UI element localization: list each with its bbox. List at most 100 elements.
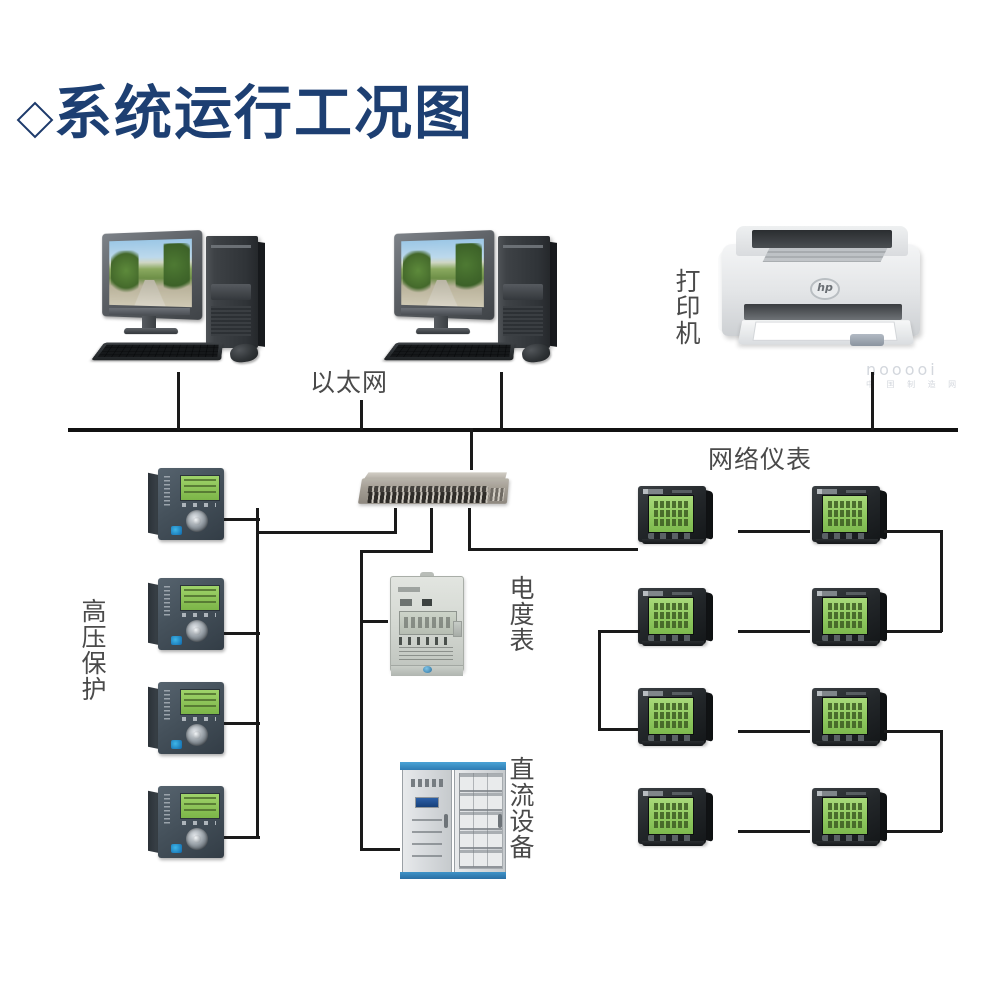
meter-foot [642, 539, 704, 544]
relay-function-buttons[interactable] [182, 613, 216, 617]
lcd-digit-row [654, 612, 688, 619]
lcd-digit-row [828, 812, 862, 819]
relay-lcd-screen [180, 475, 220, 501]
monitor-base [415, 327, 471, 335]
meter-buttons[interactable] [822, 635, 868, 641]
monitor-chin [401, 307, 482, 316]
dc-power-cabinet[interactable] [400, 762, 506, 880]
relay-navigation-wheel[interactable] [186, 510, 208, 532]
lcd-digit-row [654, 803, 688, 810]
meter-buttons[interactable] [822, 735, 868, 741]
printer-paper-guide[interactable] [850, 334, 884, 346]
monitor-screen [109, 238, 192, 308]
network-power-meter-7[interactable] [638, 788, 714, 850]
screen-foliage [111, 250, 139, 296]
operator-workstation-2[interactable] [383, 229, 565, 372]
watermark: nooooi 中 国 制 造 网 [866, 360, 962, 389]
network-power-meter-4[interactable] [812, 588, 888, 650]
protection-relay-3[interactable] [148, 682, 226, 756]
meter-lcd-screen [648, 495, 694, 533]
relay-face [158, 786, 224, 858]
network-power-meter-5[interactable] [638, 688, 714, 750]
monitor-screen [401, 238, 484, 308]
tower-vent [211, 306, 251, 336]
dc-top-frame [400, 762, 506, 770]
monitor [390, 229, 495, 335]
protection-relay-2[interactable] [148, 578, 226, 652]
relay-navigation-wheel[interactable] [186, 620, 208, 642]
relay-function-buttons[interactable] [182, 503, 216, 507]
keyboard[interactable] [91, 342, 223, 361]
dc-battery-cabinet [454, 766, 506, 874]
network-power-meter-3[interactable] [638, 588, 714, 650]
keyboard[interactable] [383, 342, 515, 361]
screen-foliage [403, 250, 431, 296]
relay-led-strip [164, 476, 170, 506]
relay-navigation-wheel[interactable] [186, 724, 208, 746]
ethernet-switch[interactable] [357, 468, 510, 514]
dc-door-handle-right[interactable] [498, 814, 502, 828]
network-power-meter-6[interactable] [812, 688, 888, 750]
meter-lcd-screen [399, 611, 457, 635]
meter-buttons[interactable] [648, 735, 694, 741]
kwh-meter[interactable] [390, 572, 464, 676]
wire-switch-to-relay-bus [258, 531, 397, 534]
dc-door-handle-left[interactable] [444, 814, 448, 828]
lcd-digit-row [654, 812, 688, 819]
meter-buttons[interactable] [648, 533, 694, 539]
meter-buttons[interactable] [822, 533, 868, 539]
relay-navigation-wheel[interactable] [186, 828, 208, 850]
operator-workstation-1[interactable] [91, 229, 273, 372]
meter-lcd-screen [648, 697, 694, 735]
network-power-meter-1[interactable] [638, 486, 714, 548]
relay-lcd-screen [180, 689, 220, 715]
wire-to-dc-equipment [360, 848, 400, 851]
meter-shell [812, 688, 880, 746]
meter-lcd-screen [822, 495, 868, 533]
wire-relay-1 [224, 518, 260, 521]
meter-buttons[interactable] [648, 635, 694, 641]
monitor-base [123, 327, 179, 335]
network-power-meter-8[interactable] [812, 788, 888, 850]
laser-printer[interactable]: hp [718, 222, 922, 372]
wire-to-energy-meter [360, 620, 388, 623]
meter-buttons[interactable] [822, 835, 868, 841]
meter-logo [643, 489, 663, 494]
dc-control-cabinet [402, 766, 452, 874]
meter-logo [643, 591, 663, 596]
protection-relay-1[interactable] [148, 468, 226, 542]
meter-buttons[interactable] [648, 835, 694, 841]
meter-shell [812, 588, 880, 646]
meter-logo [817, 489, 837, 494]
meter-brand-mark [398, 587, 420, 592]
wire-row2-to-row3 [598, 630, 601, 730]
relay-function-buttons[interactable] [182, 717, 216, 721]
meter-terminal-labels [399, 637, 451, 645]
meter-side-button[interactable] [453, 621, 462, 637]
wire-bus-to-switch [470, 428, 473, 470]
meter-shell [812, 486, 880, 544]
lcd-digit-row [654, 712, 688, 719]
wire-switch-mid-drop [430, 508, 433, 552]
diamond-bullet-icon [16, 101, 54, 139]
meter-foot [816, 539, 878, 544]
protection-relay-4[interactable] [148, 786, 226, 860]
relay-face [158, 682, 224, 754]
meter-lcd-screen [648, 797, 694, 835]
meter-hook [420, 572, 434, 578]
wire-left-to-meter-3 [598, 630, 640, 633]
wire-ws1-to-bus [177, 372, 180, 430]
relay-function-buttons[interactable] [182, 821, 216, 825]
meter-model-text [846, 792, 866, 795]
monitor-bezel [394, 229, 495, 321]
lcd-digit-row [654, 721, 688, 728]
meter-spec-text [399, 647, 453, 661]
meter-model-text [846, 490, 866, 493]
lcd-digit-row [654, 501, 688, 508]
page-title: 系统运行工况图 [16, 84, 474, 142]
dc-indicator-panel [411, 779, 443, 787]
relay-led-strip [164, 586, 170, 616]
network-power-meter-2[interactable] [812, 486, 888, 548]
wire-meter-3-4 [738, 630, 810, 633]
lcd-digit-row [654, 510, 688, 517]
